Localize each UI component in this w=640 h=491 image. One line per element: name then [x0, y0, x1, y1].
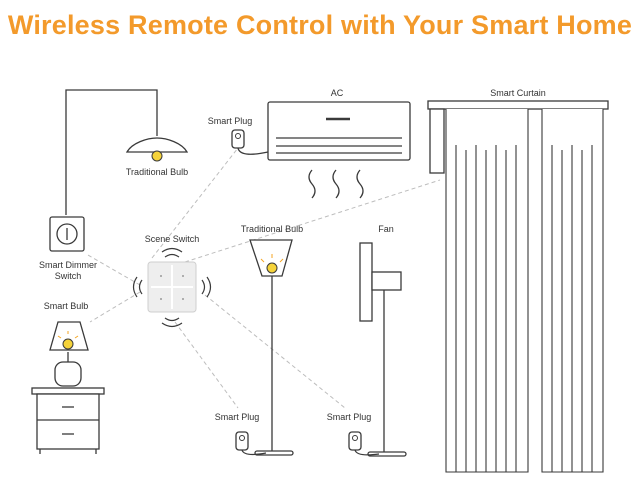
fan-icon[interactable] — [359, 242, 407, 457]
link-to-smart-plug-ac — [151, 147, 239, 259]
label-smart-plug-lamp: Smart Plug — [214, 412, 260, 422]
page-title: Wireless Remote Control with Your Smart … — [7, 10, 633, 40]
scene-switch-icon[interactable] — [132, 247, 212, 328]
smart-dimmer-switch-icon[interactable] — [49, 216, 85, 252]
wireless-links — [87, 147, 441, 409]
label-fan: Fan — [378, 224, 394, 234]
label-smart-dimmer-switch: Smart Dimmer Switch — [39, 260, 97, 281]
link-to-smart-plug-fan — [204, 294, 346, 409]
ac-unit-icon[interactable] — [267, 101, 411, 161]
link-to-dimmer — [87, 254, 141, 286]
nightstand-icon — [31, 387, 105, 454]
smart-plug-ac-icon[interactable] — [231, 129, 269, 155]
smart-plug-fan-icon[interactable] — [348, 431, 380, 456]
ac-airflow-icon — [308, 169, 364, 199]
traditional-ceiling-bulb-icon — [125, 137, 189, 162]
link-to-smart-bulb — [89, 291, 141, 323]
label-ac: AC — [330, 88, 344, 98]
link-to-smart-curtain — [184, 179, 441, 263]
label-traditional-bulb-ceiling: Traditional Bulb — [125, 167, 189, 177]
link-to-smart-plug-lamp — [174, 321, 239, 409]
smart-plug-lamp-icon[interactable] — [235, 431, 267, 456]
label-traditional-bulb-floor: Traditional Bulb — [240, 224, 304, 234]
smart-bulb-lamp-icon[interactable] — [49, 321, 89, 387]
label-smart-plug-fan: Smart Plug — [326, 412, 372, 422]
traditional-floor-lamp-icon[interactable] — [249, 239, 294, 456]
ceiling-wiring — [65, 89, 158, 215]
smart-curtain-icon[interactable] — [427, 100, 609, 473]
label-smart-bulb: Smart Bulb — [43, 301, 89, 311]
label-smart-plug-ac: Smart Plug — [207, 116, 253, 126]
label-scene-switch: Scene Switch — [144, 234, 200, 244]
label-smart-curtain: Smart Curtain — [490, 88, 546, 98]
